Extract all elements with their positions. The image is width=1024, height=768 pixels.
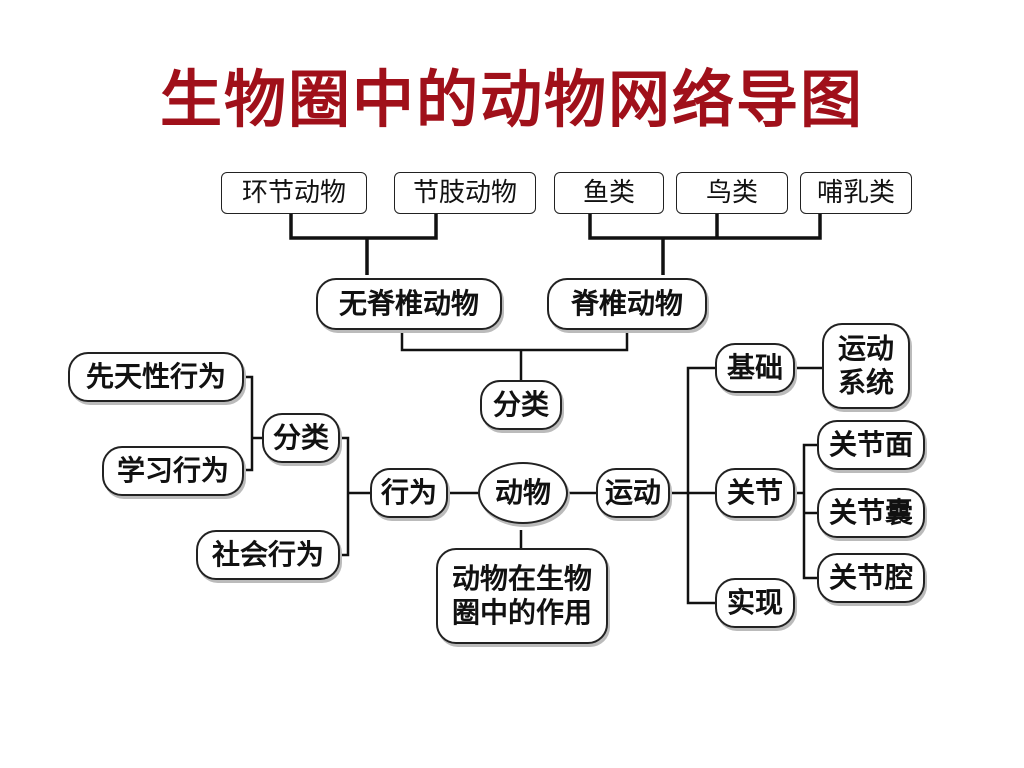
arthropod-box: 节肢动物 <box>394 172 536 214</box>
joint-capsule-box: 关节囊 <box>817 488 925 538</box>
joint-surface-box: 关节面 <box>817 420 925 470</box>
movement-box: 运动 <box>596 468 670 518</box>
behavior-box: 行为 <box>370 468 448 518</box>
classification-box: 分类 <box>480 380 562 430</box>
vertebrate-box: 脊椎动物 <box>547 278 707 330</box>
learned-behavior-box: 学习行为 <box>102 446 244 496</box>
behavior-classify-box: 分类 <box>262 413 340 463</box>
realize-box: 实现 <box>715 578 795 628</box>
basis-box: 基础 <box>715 343 795 393</box>
motor-system-box: 运动系统 <box>822 323 910 409</box>
mammal-box: 哺乳类 <box>800 172 912 214</box>
page-title: 生物圈中的动物网络导图 <box>159 63 864 136</box>
innate-behavior-box: 先天性行为 <box>68 352 244 402</box>
fish-box: 鱼类 <box>554 172 664 214</box>
annelid-box: 环节动物 <box>221 172 367 214</box>
joint-box: 关节 <box>715 468 795 518</box>
social-behavior-box: 社会行为 <box>196 530 340 580</box>
bird-box: 鸟类 <box>676 172 788 214</box>
joint-cavity-box: 关节腔 <box>817 553 925 603</box>
animal-center-node: 动物 <box>478 462 568 524</box>
invertebrate-box: 无脊椎动物 <box>316 278 502 330</box>
animal-role-box: 动物在生物圈中的作用 <box>436 548 608 644</box>
